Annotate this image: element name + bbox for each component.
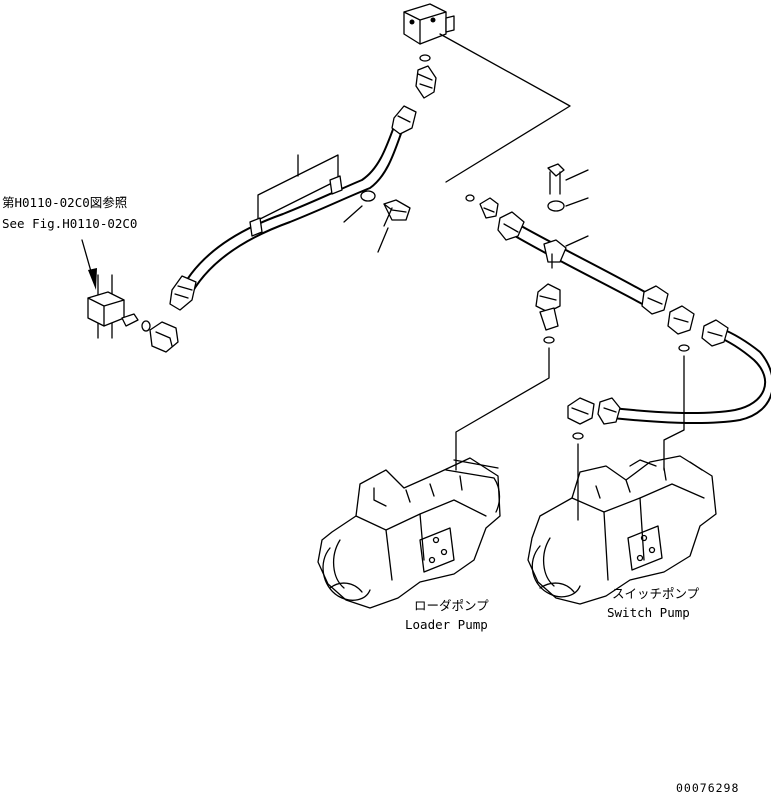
valve-block-leader: [439, 33, 571, 183]
right-oring: [465, 194, 475, 202]
reference-note-jp: 第H0110-02C0図参照: [2, 195, 127, 210]
left-oring: [141, 320, 151, 332]
switch-pump-label-jp: スイッチポンプ: [612, 586, 700, 601]
right-clamp-washer: [547, 200, 565, 212]
top-oring: [419, 54, 431, 62]
switch-hose-end-a: [597, 397, 621, 425]
switch-hose-end-b: [701, 319, 729, 347]
left-clamp-bolt: [383, 199, 411, 227]
right-hose: [507, 221, 653, 307]
reference-arrow: [81, 239, 97, 290]
switch-elbow-fitting-upper: [667, 305, 695, 335]
switch-pump-label-en: Switch Pump: [607, 605, 690, 620]
left-clamp-washer: [360, 190, 376, 202]
valve-block: [403, 3, 455, 45]
right-hose-end-b: [641, 285, 669, 315]
hose-clamp-bracket: [249, 154, 343, 237]
loader-elbow-fitting: [535, 283, 561, 331]
left-hose-end-upper: [391, 105, 417, 135]
switch-pump: [527, 455, 717, 605]
switch-oring-upper: [678, 344, 690, 352]
loader-oring: [543, 336, 555, 344]
drawing-number: 00076298: [676, 781, 739, 795]
loader-pump-label-jp: ローダポンプ: [414, 598, 489, 613]
loader-pump-label-en: Loader Pump: [405, 617, 488, 632]
right-clamp-bolt: [547, 163, 565, 195]
switch-oring-lower: [572, 432, 584, 440]
left-hose-end-lower: [169, 275, 197, 311]
left-tee-fitting: [87, 274, 139, 339]
left-hose: [177, 123, 404, 301]
pump-leaders: [455, 347, 685, 521]
right-callout-leaders: [565, 169, 589, 247]
left-elbow-fitting: [149, 321, 179, 353]
right-hose-end-a: [497, 211, 525, 241]
switch-pump-hose: [611, 327, 771, 425]
top-elbow-fitting: [415, 65, 437, 99]
right-straight-fitting: [479, 197, 499, 219]
loader-pump: [317, 457, 501, 609]
switch-elbow-fitting-lower: [567, 397, 595, 425]
right-clamp: [543, 239, 567, 269]
reference-note-en: See Fig.H0110-02C0: [2, 216, 137, 231]
left-callout-leaders: [343, 205, 389, 253]
